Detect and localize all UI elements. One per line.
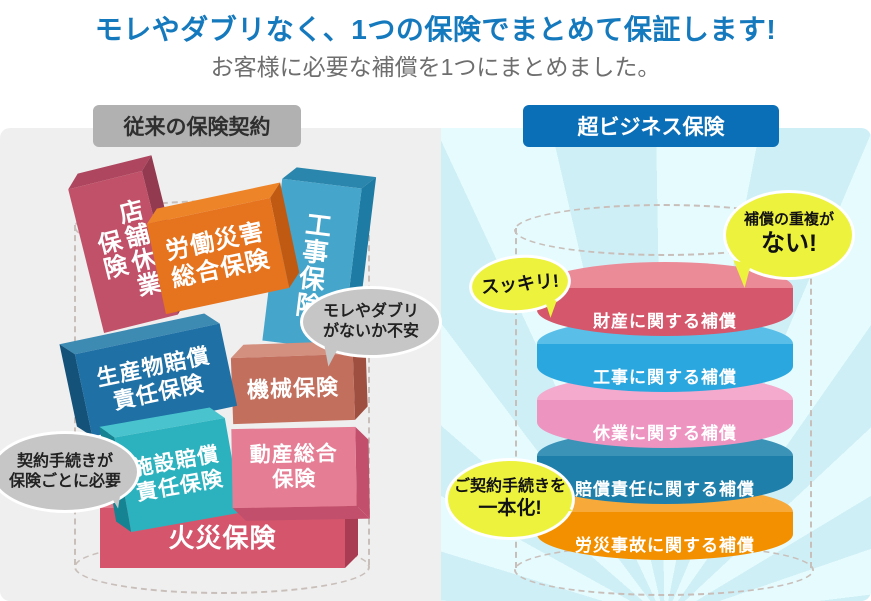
- super-business-insurance-header: 超ビジネス保険: [523, 105, 779, 147]
- insurance-box-kikai: 機械保険: [230, 340, 368, 425]
- disk-body: [537, 512, 793, 560]
- bubble-text-line: がないか不安: [322, 323, 419, 340]
- right-cylinder-left-outline: [515, 228, 517, 568]
- speech-bubble-juufuku: 補償の重複がない!: [723, 190, 855, 280]
- speech-bubble-ippon: ご契約手続きを一本化!: [445, 458, 575, 540]
- box-label-line: 機械保険: [246, 374, 340, 403]
- right-cylinder-right-outline: [810, 228, 812, 568]
- bubble-text-line: ない!: [761, 230, 817, 258]
- disk-label: 労災事故に関する補償: [575, 536, 755, 555]
- traditional-insurance-header: 従来の保険契約: [93, 105, 301, 147]
- page-title: モレやダブリなく、1つの保険でまとめて保証します!: [94, 14, 777, 45]
- disk-body: [537, 456, 793, 504]
- box-label: 機械保険: [247, 374, 340, 403]
- speech-bubble-fuan: モレやダブリがないか不安: [300, 286, 442, 358]
- box-label: 生産物賠償責任保険: [94, 343, 217, 418]
- disk-label: 工事に関する補償: [593, 368, 737, 387]
- box-label-line: 保険: [272, 467, 317, 491]
- box-label-line: 火災保険: [168, 522, 277, 553]
- coverage-disk-0: 財産に関する補償: [537, 262, 793, 336]
- box-label: 火災保険: [168, 523, 276, 554]
- box-front-face: 動産総合保険: [231, 426, 357, 509]
- box-label: 施設賠償責任保険: [130, 443, 225, 507]
- speech-bubble-keiyaku: 契約手続きが保険ごとに必要: [0, 431, 140, 513]
- bubble-text-line: 契約手続きが: [16, 453, 113, 470]
- disk-label: 賠償責任に関する補償: [575, 480, 755, 499]
- disk-body: [537, 288, 793, 336]
- disk-body: [537, 344, 793, 392]
- bubble-text-line: 保険ごとに必要: [8, 473, 121, 490]
- box-label-line: 動産総合: [249, 441, 338, 467]
- bubble-text-line: モレやダブリ: [322, 303, 419, 320]
- box-label: 動産総合保険: [250, 442, 339, 493]
- bubble-text-line: ご契約手続きを: [453, 478, 566, 496]
- disk-label: 休業に関する補償: [593, 424, 737, 443]
- insurance-box-dousan: 動産総合保険: [231, 426, 370, 521]
- box-label: 労働災害総合保険: [163, 218, 273, 294]
- box-label: 店舗休業保険: [83, 197, 163, 308]
- left-cylinder-right-outline: [368, 225, 370, 565]
- disk-label: 財産に関する補償: [593, 312, 737, 331]
- page-subtitle: お客様に必要な補償を1つにまとめました。: [210, 54, 661, 80]
- box-bottom-face: [232, 505, 370, 521]
- bubble-text-line: 一本化!: [478, 498, 542, 520]
- box-front-face: 機械保険: [230, 353, 356, 425]
- box-side-face: [355, 426, 370, 519]
- bubble-text-line: 補償の重複が: [743, 210, 834, 228]
- bubble-text-line: スッキリ!: [480, 270, 560, 298]
- disk-body: [537, 400, 793, 448]
